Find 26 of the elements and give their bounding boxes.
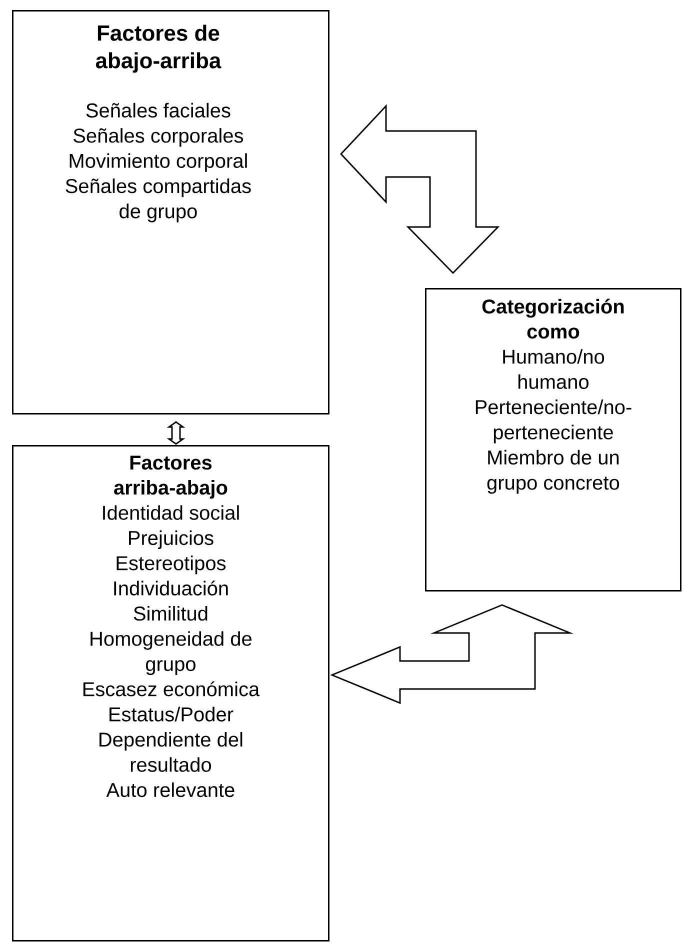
block-arrow	[330, 604, 574, 704]
list-item: Homogeneidad de grupo	[90, 631, 252, 676]
heading: Categorización como	[482, 298, 624, 339]
list-item: Escasez económica	[83, 681, 260, 696]
list-item: Estereotipos	[116, 556, 226, 574]
list-item: Miembro de un grupo concreto	[487, 450, 620, 494]
list-item: Prejuicios	[129, 530, 214, 550]
list-item: Individuación	[114, 580, 228, 596]
heading: Factores de abajo-arriba	[96, 24, 222, 73]
text-box	[12, 445, 330, 942]
block-arrow	[166, 421, 186, 445]
list-item: Identidad social	[103, 505, 239, 520]
list-item: Señales compartidas de grupo	[66, 178, 251, 222]
list-item: Señales faciales	[86, 102, 230, 118]
list-item: Auto relevante	[106, 782, 234, 798]
text-box	[12, 10, 330, 414]
list-item: Estatus/Poder	[110, 706, 234, 722]
text-box	[425, 288, 682, 592]
list-item: Perteneciente/no-perteneciente	[476, 400, 632, 444]
list-item: Humano/no humano	[503, 349, 604, 389]
list-item: Dependiente del resultado	[100, 732, 242, 772]
heading: Factores arriba-abajo	[114, 456, 228, 499]
list-item: Similitud	[134, 606, 208, 621]
list-item: Señales corporales	[74, 128, 244, 147]
list-item: Movimiento corporal	[70, 153, 247, 172]
block-arrow	[340, 104, 500, 274]
